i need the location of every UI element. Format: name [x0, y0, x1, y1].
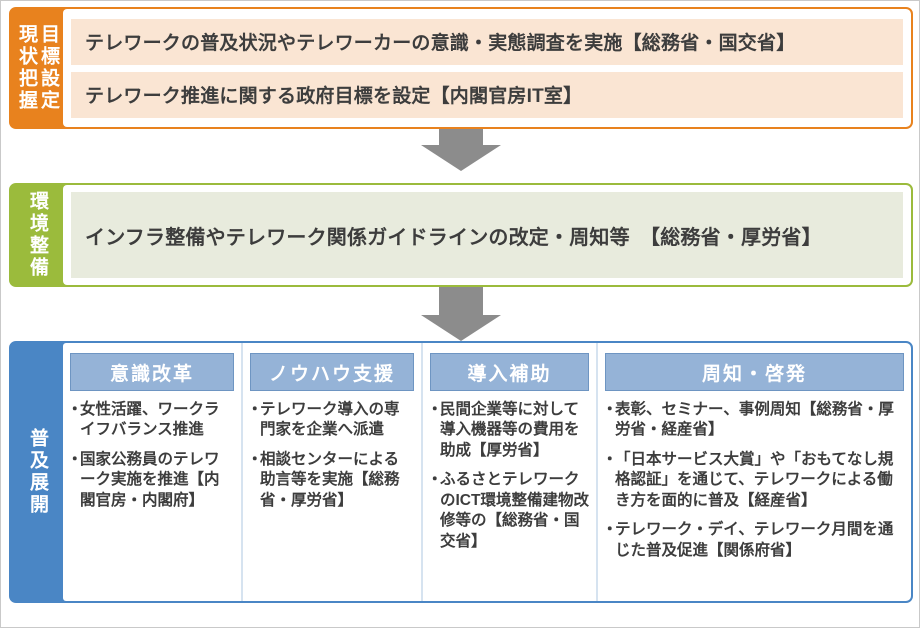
stage-label-column-fukyuu: 普及展開 — [26, 428, 48, 516]
column-bullets-knowhow-support: テレワーク導入の専門家を企業へ派遣 相談センターによる助言等を実施【総務省・厚労… — [247, 400, 414, 520]
column-awareness-reform: 意識改革 女性活躍、ワークライフバランス推進 国家公務員のテレワーク実施を推進【… — [63, 343, 241, 601]
stage-current-item-goal: テレワーク推進に関する政府目標を設定【内閣官房IT室】 — [71, 71, 903, 118]
stage-current-status-body: テレワークの普及状況やテレワーカーの意識・実態調査を実施【総務省・国交省】 テレ… — [63, 9, 911, 127]
arrow-down-icon-stage1-to-stage2 — [421, 129, 501, 171]
arrow-shaft — [439, 287, 483, 315]
stage-environment-body: インフラ整備やテレワーク関係ガイドラインの改定・周知等 【総務省・厚労省】 — [63, 185, 911, 285]
arrow-head — [421, 315, 501, 341]
stage-label-column-mokuhyou: 目標設定 — [37, 24, 59, 112]
column-bullets-introduction-subsidy: 民間企業等に対して導入機器等の費用を助成【厚労省】 ふるさとテレワークのICT環… — [427, 400, 589, 561]
list-item: 女性活躍、ワークライフバランス推進 — [67, 400, 234, 441]
arrow-down-icon-stage2-to-stage3 — [421, 287, 501, 341]
stage-diffusion-label: 普及展開 — [11, 343, 63, 601]
stage-environment-item-infra: インフラ整備やテレワーク関係ガイドラインの改定・周知等 【総務省・厚労省】 — [71, 192, 903, 278]
list-item: テレワーク導入の専門家を企業へ派遣 — [247, 400, 414, 441]
stage-diffusion: 普及展開 意識改革 女性活躍、ワークライフバランス推進 国家公務員のテレワーク実… — [9, 341, 913, 603]
list-item: ふるさとテレワークのICT環境整備建物改修等の【総務省・国交省】 — [427, 470, 589, 552]
stage-label-column-kankyou: 環境整備 — [26, 191, 48, 279]
column-header-knowhow-support: ノウハウ支援 — [250, 353, 414, 391]
stage-current-status-label: 現状把握 目標設定 — [11, 9, 63, 127]
stage-current-item-survey: テレワークの普及状況やテレワーカーの意識・実態調査を実施【総務省・国交省】 — [71, 18, 903, 65]
stage-environment: 環境整備 インフラ整備やテレワーク関係ガイドラインの改定・周知等 【総務省・厚労… — [9, 183, 913, 287]
list-item: 相談センターによる助言等を実施【総務省・厚労省】 — [247, 450, 414, 511]
column-bullets-awareness-reform: 女性活躍、ワークライフバランス推進 国家公務員のテレワーク実施を推進【内閣官房・… — [67, 400, 234, 520]
list-item: 「日本サービス大賞」や「おもてなし規格認証」を通じて、テレワークによる働き方を面… — [602, 450, 904, 511]
stage-environment-label: 環境整備 — [11, 185, 63, 285]
list-item: 国家公務員のテレワーク実施を推進【内閣官房・内閣府】 — [67, 450, 234, 511]
arrow-shaft — [439, 129, 483, 145]
column-header-awareness-reform: 意識改革 — [70, 353, 234, 391]
stage-diffusion-body: 意識改革 女性活躍、ワークライフバランス推進 国家公務員のテレワーク実施を推進【… — [63, 343, 911, 601]
stage-current-status: 現状把握 目標設定 テレワークの普及状況やテレワーカーの意識・実態調査を実施【総… — [9, 7, 913, 129]
arrow-head — [421, 145, 501, 171]
column-header-publicity-awareness: 周知・啓発 — [605, 353, 904, 391]
column-introduction-subsidy: 導入補助 民間企業等に対して導入機器等の費用を助成【厚労省】 ふるさとテレワーク… — [421, 343, 596, 601]
column-publicity-awareness: 周知・啓発 表彰、セミナー、事例周知【総務省・厚労省・経産省】 「日本サービス大… — [596, 343, 911, 601]
list-item: テレワーク・デイ、テレワーク月間を通じた普及促進【関係府省】 — [602, 520, 904, 561]
column-header-introduction-subsidy: 導入補助 — [430, 353, 589, 391]
stage-label-column-genjou: 現状把握 — [16, 24, 37, 112]
column-knowhow-support: ノウハウ支援 テレワーク導入の専門家を企業へ派遣 相談センターによる助言等を実施… — [241, 343, 421, 601]
list-item: 民間企業等に対して導入機器等の費用を助成【厚労省】 — [427, 400, 589, 461]
column-bullets-publicity-awareness: 表彰、セミナー、事例周知【総務省・厚労省・経産省】 「日本サービス大賞」や「おも… — [602, 400, 904, 570]
list-item: 表彰、セミナー、事例周知【総務省・厚労省・経産省】 — [602, 400, 904, 441]
